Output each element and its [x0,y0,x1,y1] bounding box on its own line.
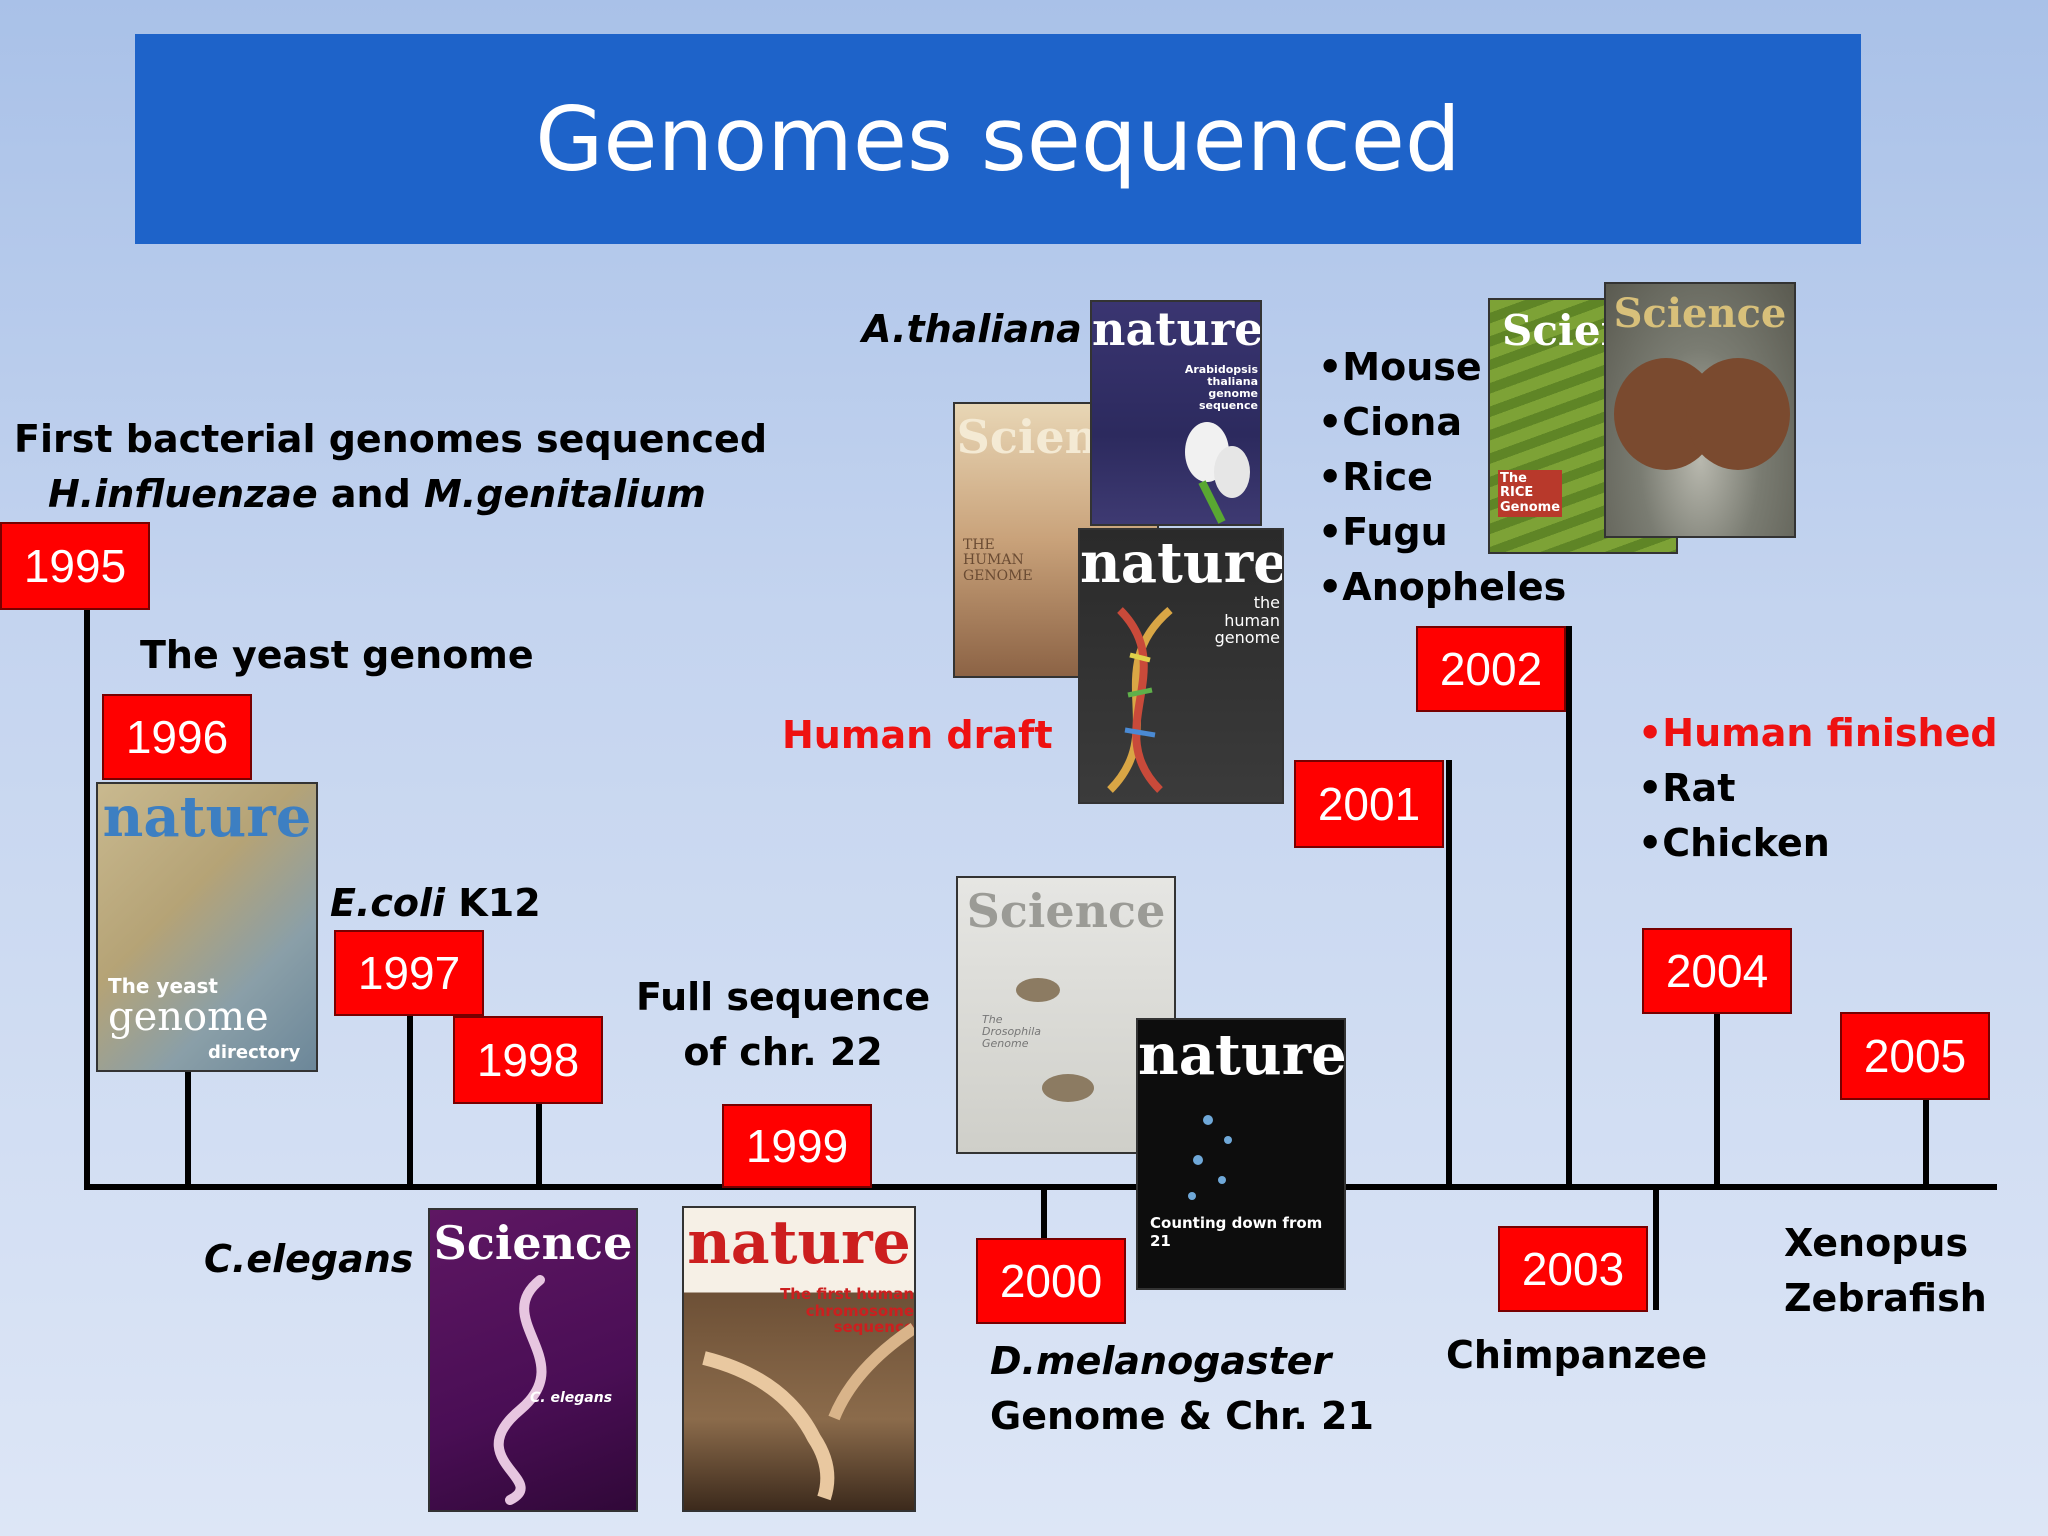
science-masthead: Science [1613,290,1787,337]
yeast-cover-line1: The yeast [108,974,218,998]
list-2002-ciona: •Ciona [1318,400,1463,445]
chimpanzee-label: Chimpanzee [1446,1333,1708,1377]
xenopus-label: Xenopus [1784,1221,1969,1265]
human-genome-nat-title: the human genome [1214,593,1280,648]
connector-2005 [1923,1096,1929,1188]
ecoli-label: E.coli K12 [330,876,541,931]
connector-2004 [1714,1010,1720,1188]
counting-down-title: Counting down from 21 [1150,1214,1323,1250]
ecoli-strain: K12 [445,881,541,925]
year-2002: 2002 [1416,626,1566,712]
list-2004: •Human finished •Rat •Chicken [1638,706,1998,871]
year-2000: 2000 [976,1238,1126,1324]
list-2004-chicken: •Chicken [1638,821,1830,866]
chr22-line1: Full sequence [636,975,931,1019]
list-2002-mouse: •Mouse [1318,345,1482,389]
nature-masthead: nature [1092,302,1262,356]
connector-1997 [407,1010,413,1188]
xenopus-zebrafish-label: Xenopus Zebrafish [1784,1216,1987,1326]
nature-masthead: nature [1138,1022,1346,1088]
human-genome-sci-title: THE HUMAN GENOME [963,537,1033,584]
chr22-line2: of chr. 22 [683,1030,883,1075]
year-2004: 2004 [1642,928,1792,1014]
yeast-cover-line3: directory [208,1042,301,1063]
and-label: and [317,472,424,517]
chr22-label: Full sequence of chr. 22 [636,970,930,1080]
chromosome-illustration [1188,1115,1232,1200]
mosquito-eye-illustration [1614,358,1790,470]
connector-1995 [84,606,90,1190]
chr22-cover-title: The first human chromosome sequence [780,1285,914,1336]
nature-masthead: nature [102,784,312,850]
nature-human-genome-cover: nature the human genome [1078,528,1284,804]
bacterial-line1: First bacterial genomes sequenced [14,417,768,461]
year-2001: 2001 [1294,760,1444,848]
yeast-cover-line2: genome [108,994,269,1040]
celegans-cover-title: C. elegans [530,1390,613,1406]
list-2004-rat: •Rat [1638,766,1736,811]
science-masthead: Science [433,1216,633,1270]
nature-chr21-cover: nature Counting down from 21 [1136,1018,1346,1290]
hands-illustration [702,1323,914,1501]
arabidopsis-cover-title: Arabidopsis thaliana genome sequence [1184,363,1258,413]
list-2002: •Mouse •Ciona •Rice •Fugu •Anopheles [1318,340,1566,615]
year-2003: 2003 [1498,1226,1648,1312]
nature-yeast-cover: nature The yeast genome directory [96,782,318,1072]
celegans-label: C.elegans [204,1237,414,1281]
connector-2001 [1446,760,1452,1188]
nature-arabidopsis-cover: nature Arabidopsis thaliana genome seque… [1090,300,1262,526]
list-2002-rice: •Rice [1318,455,1433,500]
year-1999: 1999 [722,1104,872,1188]
dmel-line2: Genome & Chr. 21 [990,1394,1374,1439]
athaliana-label: A.thaliana [862,307,1082,351]
science-masthead: Science [966,884,1166,938]
nature-masthead: nature [687,1208,911,1278]
bacterial-label: First bacterial genomes sequenced H.infl… [14,412,767,522]
connector-1998 [536,1100,542,1188]
science-mosquito-cover: Science [1604,282,1796,538]
dmel-label: D.melanogaster Genome & Chr. 21 [990,1334,1374,1444]
worm-illustration [493,1275,547,1505]
title-banner: Genomes sequenced [135,34,1861,244]
human-finished-label: •Human finished [1638,711,1998,755]
year-1997: 1997 [334,930,484,1016]
year-1996: 1996 [102,694,252,780]
connector-2002 [1566,626,1572,1188]
flower-illustration [1185,422,1250,524]
list-2002-fugu: •Fugu [1318,510,1448,555]
connector-2000 [1041,1190,1047,1238]
hinfluenzae-label: H.influenzae [48,472,318,517]
connector-1996 [185,1070,191,1188]
nature-masthead: nature [1080,530,1284,596]
ecoli-species: E.coli [330,881,446,925]
year-1998: 1998 [453,1016,603,1104]
mgenitalium-label: M.genitalium [424,472,706,517]
bacterial-line2: H.influenzae and M.genitalium [14,467,767,522]
yeast-label: The yeast genome [140,633,534,677]
dna-helix-illustration [1107,606,1173,793]
page-title: Genomes sequenced [535,87,1461,191]
drosophila-cover-title: The Drosophila Genome [982,1013,1041,1051]
human-draft-label: Human draft [782,713,1053,757]
timeline-axis [85,1184,1997,1190]
year-1995: 1995 [0,522,150,610]
dmel-line1: D.melanogaster [990,1339,1332,1383]
rice-cover-title: The RICE Genome [1498,470,1562,517]
list-2002-anopheles: •Anopheles [1318,565,1567,610]
year-2005: 2005 [1840,1012,1990,1100]
connector-2003 [1653,1190,1659,1310]
science-celegans-cover: Science C. elegans [428,1208,638,1512]
fruit-fly-illustration [1016,978,1094,1102]
zebrafish-label: Zebrafish [1784,1276,1987,1321]
nature-chr22-cover: nature The first human chromosome sequen… [682,1206,916,1512]
